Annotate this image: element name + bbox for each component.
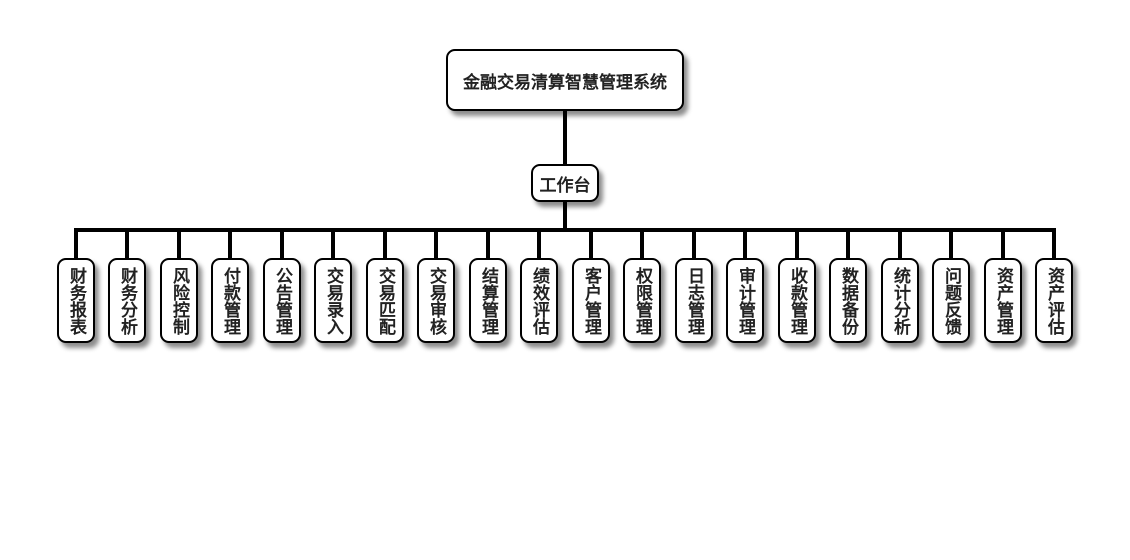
leaf-node-label: 付款管理	[220, 266, 240, 335]
leaf-connector	[74, 230, 78, 258]
leaf-node-label: 绩效评估	[529, 266, 549, 335]
leaf-node[interactable]: 交易录入	[314, 258, 352, 343]
hub-node[interactable]: 工作台	[531, 164, 599, 202]
leaf-node[interactable]: 权限管理	[623, 258, 661, 343]
leaf-node[interactable]: 风险控制	[160, 258, 198, 343]
leaf-node[interactable]: 交易审核	[417, 258, 455, 343]
leaf-node-label: 日志管理	[684, 266, 704, 335]
leaf-node-label: 问题反馈	[941, 266, 961, 335]
leaf-node-label: 结算管理	[478, 266, 498, 335]
leaf-node[interactable]: 日志管理	[675, 258, 713, 343]
leaf-node-label: 资产管理	[993, 266, 1013, 335]
leaf-node-label: 交易审核	[426, 266, 446, 335]
leaf-connector	[846, 230, 850, 258]
leaf-connector	[743, 230, 747, 258]
leaf-node-label: 客户管理	[581, 266, 601, 335]
leaf-node[interactable]: 绩效评估	[520, 258, 558, 343]
leaf-node-label: 资产评估	[1044, 266, 1064, 335]
leaf-node[interactable]: 公告管理	[263, 258, 301, 343]
leaf-connector	[280, 230, 284, 258]
leaf-node[interactable]: 收款管理	[778, 258, 816, 343]
leaf-node[interactable]: 审计管理	[726, 258, 764, 343]
leaf-node[interactable]: 问题反馈	[932, 258, 970, 343]
leaf-connector	[692, 230, 696, 258]
root-node-label: 金融交易清算智慧管理系统	[463, 72, 667, 93]
leaf-connector	[898, 230, 902, 258]
leaf-connector	[1052, 230, 1056, 258]
leaf-node[interactable]: 交易匹配	[366, 258, 404, 343]
leaf-node-label: 收款管理	[787, 266, 807, 335]
leaf-connector	[640, 230, 644, 258]
hub-to-bus-connector	[563, 202, 567, 230]
leaf-node-label: 统计分析	[890, 266, 910, 335]
leaf-connector	[383, 230, 387, 258]
leaf-node-label: 公告管理	[272, 266, 292, 335]
leaf-node[interactable]: 客户管理	[572, 258, 610, 343]
leaf-bus-line	[74, 228, 1056, 232]
leaf-node-label: 审计管理	[735, 266, 755, 335]
root-to-hub-connector	[563, 111, 567, 164]
leaf-node-label: 财务分析	[117, 266, 137, 335]
leaf-node-label: 数据备份	[838, 266, 858, 335]
leaf-node[interactable]: 财务分析	[108, 258, 146, 343]
leaf-connector	[486, 230, 490, 258]
leaf-node[interactable]: 统计分析	[881, 258, 919, 343]
leaf-connector	[331, 230, 335, 258]
leaf-node[interactable]: 财务报表	[57, 258, 95, 343]
hub-node-label: 工作台	[539, 175, 591, 196]
leaf-node[interactable]: 数据备份	[829, 258, 867, 343]
leaf-connector	[125, 230, 129, 258]
leaf-connector	[434, 230, 438, 258]
leaf-connector	[537, 230, 541, 258]
leaf-connector	[1001, 230, 1005, 258]
leaf-node-label: 财务报表	[66, 266, 86, 335]
leaf-connector	[228, 230, 232, 258]
root-node[interactable]: 金融交易清算智慧管理系统	[446, 49, 684, 111]
leaf-node-label: 交易录入	[323, 266, 343, 335]
leaf-node[interactable]: 结算管理	[469, 258, 507, 343]
leaf-connector	[177, 230, 181, 258]
leaf-node[interactable]: 资产管理	[984, 258, 1022, 343]
leaf-connector	[949, 230, 953, 258]
leaf-node[interactable]: 付款管理	[211, 258, 249, 343]
leaf-node[interactable]: 资产评估	[1035, 258, 1073, 343]
leaf-node-label: 交易匹配	[375, 266, 395, 335]
leaf-node-label: 权限管理	[632, 266, 652, 335]
leaf-node-label: 风险控制	[169, 266, 189, 335]
leaf-connector	[795, 230, 799, 258]
leaf-connector	[589, 230, 593, 258]
